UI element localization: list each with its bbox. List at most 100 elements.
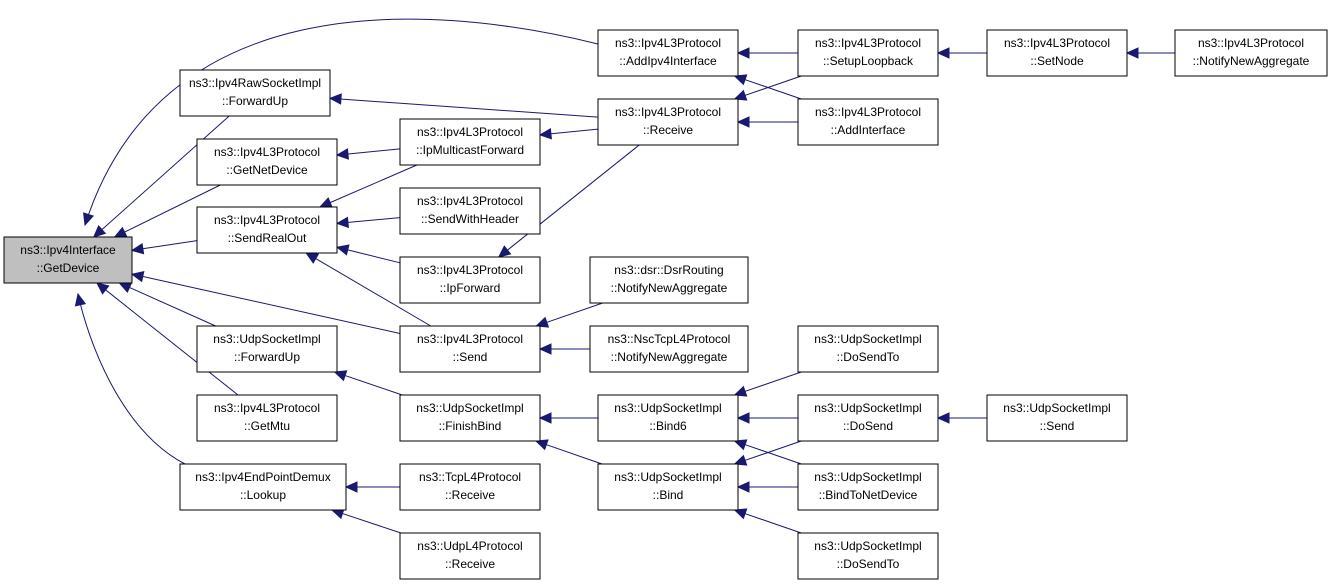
node-class-label: ns3::UdpL4Protocol: [417, 539, 522, 553]
edge-addinterface-to-receive_l3: [736, 116, 798, 128]
node-udpl4receive[interactable]: ns3::UdpL4Protocol::Receive: [399, 532, 541, 580]
node-setnode[interactable]: ns3::Ipv4L3Protocol::SetNode: [986, 29, 1128, 77]
edge-line: [743, 78, 802, 100]
edge-bind6-to-finishbind: [538, 412, 598, 424]
node-box: [399, 463, 541, 511]
edge-dosendto_bottom-to-bind: [733, 508, 802, 534]
node-class-label: ns3::dsr::DsrRouting: [614, 263, 723, 277]
node-box: [797, 532, 939, 580]
node-lookup[interactable]: ns3::Ipv4EndPointDemux::Lookup: [179, 463, 347, 511]
edge-arrowhead: [736, 116, 750, 128]
node-class-label: ns3::Ipv4L3Protocol: [815, 36, 921, 50]
node-box: [196, 325, 338, 373]
edge-line: [329, 164, 418, 204]
edge-finishbind-to-udpforwardup: [333, 370, 403, 396]
edge-setuploopback-to-addipv4iface: [736, 47, 798, 59]
node-nscnotify[interactable]: ns3::NscTcpL4Protocol::NotifyNewAggregat…: [589, 325, 749, 373]
node-box: [3, 236, 133, 284]
node-method-label: ::SendRealOut: [228, 231, 307, 245]
node-bind6[interactable]: ns3::UdpSocketImpl::Bind6: [597, 394, 739, 442]
node-class-label: ns3::UdpSocketImpl: [416, 401, 523, 415]
edge-arrowhead: [118, 282, 133, 294]
edge-send_l3-to-getdevice: [130, 271, 401, 334]
node-tcpreceive[interactable]: ns3::TcpL4Protocol::Receive: [399, 463, 541, 511]
node-box: [399, 256, 541, 304]
node-rawforwardup[interactable]: ns3::Ipv4RawSocketImpl::ForwardUp: [179, 69, 331, 117]
node-sendrealout[interactable]: ns3::Ipv4L3Protocol::SendRealOut: [196, 206, 338, 254]
node-method-label: ::BindToNetDevice: [819, 488, 918, 502]
node-class-label: ns3::UdpSocketImpl: [814, 539, 921, 553]
node-finishbind[interactable]: ns3::UdpSocketImpl::FinishBind: [399, 394, 541, 442]
node-udpsend[interactable]: ns3::UdpSocketImpl::Send: [986, 394, 1128, 442]
node-ipforward[interactable]: ns3::Ipv4L3Protocol::IpForward: [399, 256, 541, 304]
edge-arrowhead: [318, 197, 333, 208]
node-class-label: ns3::Ipv4L3Protocol: [417, 125, 523, 139]
node-box: [399, 532, 541, 580]
node-method-label: ::IpForward: [440, 281, 501, 295]
edge-getmtu-to-getdevice: [96, 282, 239, 396]
node-getnetdevice[interactable]: ns3::Ipv4L3Protocol::GetNetDevice: [196, 138, 338, 186]
node-bind[interactable]: ns3::UdpSocketImpl::Bind: [597, 463, 739, 511]
edge-line: [104, 288, 239, 396]
edge-arrowhead: [333, 370, 348, 382]
node-notifynewagg_l3[interactable]: ns3::Ipv4L3Protocol::NotifyNewAggregate: [1174, 29, 1328, 77]
node-getdevice[interactable]: ns3::Ipv4Interface::GetDevice: [3, 236, 133, 284]
node-send_l3[interactable]: ns3::Ipv4L3Protocol::Send: [399, 325, 541, 373]
edge-send_l3-to-sendrealout: [305, 252, 432, 327]
node-bindtonetdevice[interactable]: ns3::UdpSocketImpl::BindToNetDevice: [797, 463, 939, 511]
edge-sendrealout-to-getdevice: [130, 240, 198, 255]
node-addipv4iface[interactable]: ns3::Ipv4L3Protocol::AddIpv4Interface: [597, 29, 739, 77]
node-method-label: ::Bind6: [649, 419, 687, 433]
edge-tcpreceive-to-lookup: [344, 481, 400, 493]
node-box: [597, 98, 739, 146]
edge-arrowhead: [497, 245, 512, 258]
node-box: [196, 206, 338, 254]
edge-arrowhead: [538, 127, 552, 140]
edge-arrowhead: [335, 148, 349, 160]
node-method-label: ::AddInterface: [831, 123, 906, 137]
node-class-label: ns3::UdpSocketImpl: [814, 470, 921, 484]
node-class-label: ns3::Ipv4L3Protocol: [1198, 36, 1304, 50]
node-udpforwardup[interactable]: ns3::UdpSocketImpl::ForwardUp: [196, 325, 338, 373]
node-method-label: ::SendWithHeader: [421, 212, 519, 226]
node-class-label: ns3::Ipv4L3Protocol: [815, 105, 921, 119]
node-method-label: ::DoSend: [843, 419, 893, 433]
node-dosendto_bottom[interactable]: ns3::UdpSocketImpl::DoSendTo: [797, 532, 939, 580]
node-box: [196, 138, 338, 186]
node-class-label: ns3::UdpSocketImpl: [1003, 401, 1110, 415]
node-setuploopback[interactable]: ns3::Ipv4L3Protocol::SetupLoopback: [797, 29, 939, 77]
edge-arrowhead: [83, 212, 94, 227]
edge-arrowhead: [538, 412, 552, 424]
edge-dsrnotify-to-send_l3: [535, 302, 603, 328]
node-method-label: ::GetMtu: [244, 419, 290, 433]
node-box: [179, 69, 331, 117]
node-class-label: ns3::Ipv4L3Protocol: [615, 105, 721, 119]
node-method-label: ::DoSendTo: [837, 350, 900, 364]
node-box: [589, 325, 749, 373]
edge-line: [341, 512, 402, 534]
node-ipmulticastforward[interactable]: ns3::Ipv4L3Protocol::IpMulticastForward: [399, 118, 541, 166]
edge-arrowhead: [92, 224, 107, 238]
node-box: [986, 394, 1128, 442]
node-class-label: ns3::Ipv4RawSocketImpl: [189, 76, 321, 90]
edge-arrowhead: [535, 316, 550, 328]
node-dosend[interactable]: ns3::UdpSocketImpl::DoSend: [797, 394, 939, 442]
node-box: [179, 463, 347, 511]
edge-arrowhead: [733, 89, 748, 101]
node-box: [986, 29, 1128, 77]
node-receive_l3[interactable]: ns3::Ipv4L3Protocol::Receive: [597, 98, 739, 146]
edge-bind-to-finishbind: [534, 439, 603, 465]
node-class-label: ns3::UdpSocketImpl: [814, 401, 921, 415]
node-class-label: ns3::Ipv4L3Protocol: [417, 263, 523, 277]
node-class-label: ns3::Ipv4L3Protocol: [417, 332, 523, 346]
edge-arrowhead: [328, 93, 342, 105]
node-sendwithheader[interactable]: ns3::Ipv4L3Protocol::SendWithHeader: [399, 187, 541, 235]
node-getmtu[interactable]: ns3::Ipv4L3Protocol::GetMtu: [196, 394, 338, 442]
node-dosendto_top[interactable]: ns3::UdpSocketImpl::DoSendTo: [797, 325, 939, 373]
node-addinterface[interactable]: ns3::Ipv4L3Protocol::AddInterface: [797, 98, 939, 146]
edge-line: [84, 18, 599, 226]
edge-line: [743, 371, 802, 393]
node-box: [399, 118, 541, 166]
node-dsrnotify[interactable]: ns3::dsr::DsrRouting::NotifyNewAggregate: [589, 256, 749, 304]
